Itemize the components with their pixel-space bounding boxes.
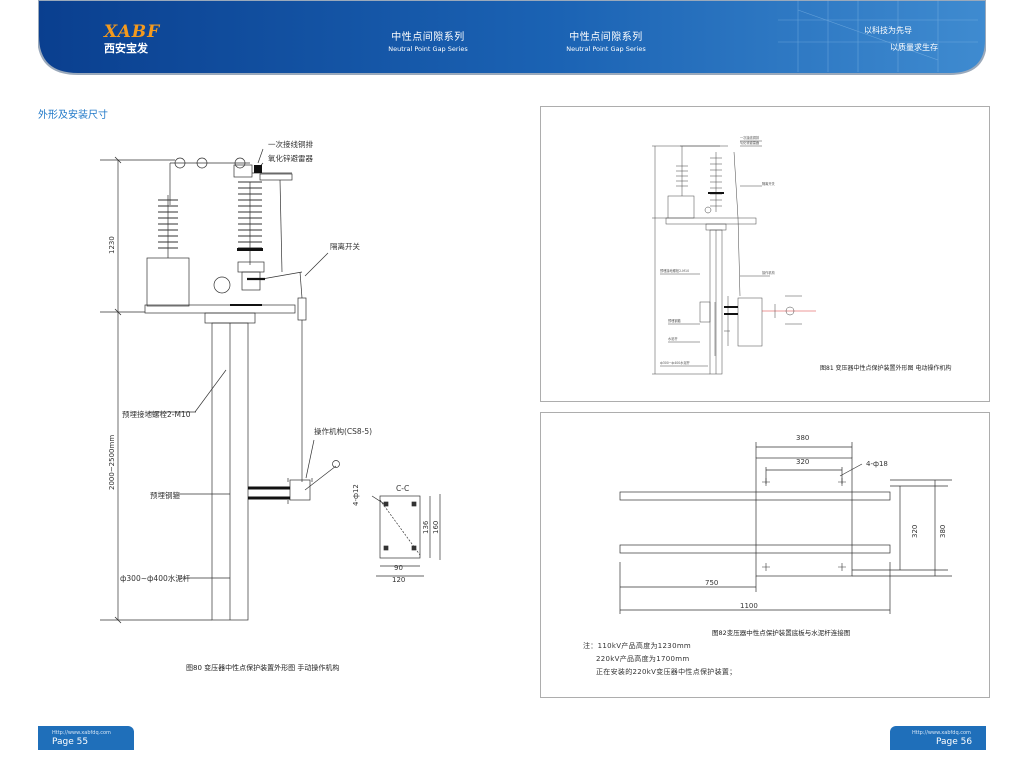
dim-120: 120 [392, 576, 405, 584]
dim-2000-2500: 2000~2500mm [108, 435, 116, 490]
label-pole: ф300~ф400水泥杆 [120, 573, 191, 583]
label-hole-18: 4-ф18 [866, 460, 888, 468]
label-mechanism: 操作机构(CS8-5) [314, 426, 372, 436]
figure-81-caption: 图81 变压器中性点保护装置外形图 电动操作机构 [820, 364, 951, 372]
figure-82-drawing: 380 320 4-ф18 320 380 750 1100 图82变压器中性点… [540, 412, 990, 698]
figure-80-drawing: 一次接线铜排 氧化锌避雷器 隔离开关 预埋接地螺栓2-M10 操作机构(CS8-… [100, 139, 441, 672]
note-3: 正在安装的220kV变压器中性点保护装置； [596, 668, 737, 676]
dim-380-side: 380 [939, 525, 947, 538]
label-section: C-C [396, 484, 409, 493]
header-banner: XABF 西安宝发 中性点间隙系列 Neutral Point Gap Seri… [38, 0, 986, 76]
dim-320-top: 320 [796, 458, 809, 466]
company-logo: XABF 西安宝发 [104, 22, 160, 56]
svg-text:ф300~ф400水泥杆: ф300~ф400水泥杆 [660, 360, 691, 365]
footer-left-url[interactable]: Http://www.xabfdq.com [52, 730, 111, 736]
note-2: 220kV产品高度为1700mm [596, 655, 690, 663]
header-title-right: 中性点间隙系列 Neutral Point Gap Series [566, 32, 646, 53]
brand-mark: XABF [104, 22, 161, 42]
svg-text:一次接线铜排: 一次接线铜排 [740, 135, 760, 140]
slogan-2: 以质量求生存 [890, 43, 938, 52]
footer-right-url[interactable]: Http://www.xabfdq.com [912, 730, 971, 736]
figure-80-caption: 图80 变压器中性点保护装置外形图 手动操作机构 [186, 663, 339, 672]
label-steel-tube: 预埋钢箍 [150, 490, 180, 500]
footer-left-page: Page 55 [52, 737, 89, 747]
figure-81-drawing: 一次接线铜排 氧化锌避雷器 隔离开关 操作机构 预埋接地螺栓2-M10 预埋钢箍… [540, 106, 990, 402]
section-title: 外形及安装尺寸 [38, 110, 108, 121]
label-copper-bar: 一次接线铜排 [268, 139, 313, 149]
label-ground-bolt: 预埋接地螺栓2-M10 [122, 409, 191, 419]
banner-background [38, 0, 986, 75]
label-arrester: 氧化锌避雷器 [268, 153, 313, 163]
brand-name: 西安宝发 [104, 42, 148, 55]
svg-text:水泥杆: 水泥杆 [668, 336, 678, 341]
svg-text:氧化锌避雷器: 氧化锌避雷器 [740, 140, 760, 145]
header-title-left: 中性点间隙系列 Neutral Point Gap Series [388, 32, 468, 53]
dim-750: 750 [705, 579, 718, 587]
label-hole: 4-ф12 [352, 484, 360, 506]
svg-text:预埋钢箍: 预埋钢箍 [668, 318, 682, 323]
note-1: 注：110kV产品高度为1230mm [583, 642, 692, 650]
dim-90: 90 [394, 564, 403, 572]
svg-text:隔离开关: 隔离开关 [762, 181, 776, 186]
label-isolating-switch: 隔离开关 [330, 241, 360, 251]
dim-136: 136 [422, 520, 430, 534]
svg-text:操作机构: 操作机构 [762, 270, 775, 275]
svg-text:预埋接地螺栓2-M10: 预埋接地螺栓2-M10 [660, 268, 689, 273]
footer-right-page: Page 56 [936, 737, 973, 747]
footer-left-tag: Http://www.xabfdq.com Page 55 [38, 726, 134, 750]
slogan-1: 以科技为先导 [864, 26, 912, 35]
dim-380-top: 380 [796, 434, 809, 442]
dim-320-side: 320 [911, 525, 919, 538]
figure-82-caption: 图82变压器中性点保护装置底板与水泥杆连接图 [712, 628, 850, 637]
dim-1100: 1100 [740, 602, 758, 610]
footer-right-tag: Http://www.xabfdq.com Page 56 [890, 726, 986, 750]
dim-1230: 1230 [108, 236, 116, 254]
dim-160: 160 [432, 521, 440, 534]
